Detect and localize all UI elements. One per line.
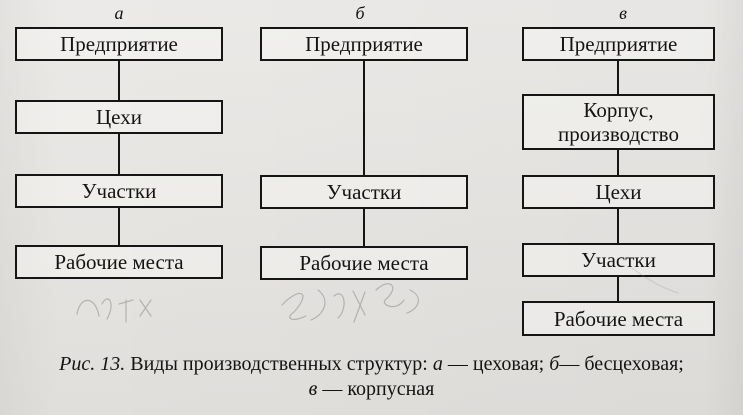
diagram-a-workshops-label: Цехи [96, 105, 142, 129]
caption-b-description: — бесцеховая; [559, 353, 684, 375]
diagram-v-connector-3 [617, 209, 619, 243]
caption-figure-label: Рис. 13. [59, 353, 126, 375]
diagram-a-sections-label: Участки [81, 179, 157, 203]
diagram-v-sections-box: Участки [522, 243, 715, 277]
column-v-letter: в [619, 3, 627, 23]
diagram-a-connector-3 [118, 208, 120, 245]
diagram-a-sections-box: Участки [15, 174, 223, 208]
diagram-a-connector-1 [118, 61, 120, 100]
caption-v-letter: в [308, 378, 318, 400]
diagram-v-workshops-label: Цехи [595, 180, 642, 204]
diagram-b-enterprise-label: Предприятие [305, 32, 423, 56]
diagram-b-enterprise-box: Предприятие [260, 27, 468, 61]
diagram-v-workplaces-box: Рабочие места [522, 301, 715, 336]
caption-b-letter: б [549, 353, 560, 375]
diagram-v-sections-label: Участки [581, 248, 656, 272]
caption-line-1: Рис. 13. Виды производственных структур:… [0, 352, 743, 377]
diagram-v-building-label: Корпус, [583, 98, 654, 122]
diagram-a-enterprise-box: Предприятие [15, 27, 223, 61]
diagram-a-workplaces-label: Рабочие места [54, 250, 184, 274]
diagram-b-sections-label: Участки [326, 180, 402, 204]
figure-caption: Рис. 13. Виды производственных структур:… [0, 352, 743, 402]
diagram-v-production-label: производство [558, 122, 679, 146]
diagram-v-connector-2 [617, 150, 619, 175]
diagram-a-enterprise-label: Предприятие [60, 32, 178, 56]
diagram-v-building-production-box: Корпус, производство [522, 94, 715, 150]
diagram-a-workplaces-box: Рабочие места [15, 245, 223, 279]
diagram-v-enterprise-label: Предприятие [559, 32, 678, 56]
diagram-b-sections-box: Участки [260, 175, 468, 209]
caption-v-description: — корпусная [317, 378, 435, 400]
diagram-v-connector-1 [617, 61, 619, 94]
diagram-a-connector-2 [118, 134, 120, 174]
diagram-a-workshops-box: Цехи [15, 100, 223, 134]
caption-a-description: — цеховая; [442, 353, 550, 375]
caption-a-letter: а [432, 353, 443, 375]
diagram-v-workshops-box: Цехи [522, 175, 715, 209]
diagram-v-workplaces-label: Рабочие места [553, 306, 684, 331]
caption-line-2: в — корпусная [0, 377, 743, 402]
caption-main-text: Виды производственных структур: [125, 353, 433, 375]
diagram-b-connector-1 [363, 61, 365, 175]
diagram-v-connector-4 [617, 277, 619, 301]
diagram-b-workplaces-box: Рабочие места [260, 246, 468, 280]
column-a-letter: а [114, 3, 124, 23]
diagram-v-enterprise-box: Предприятие [522, 27, 715, 61]
diagram-b-connector-2 [363, 209, 365, 246]
column-b-letter: б [355, 3, 365, 23]
diagram-b-workplaces-label: Рабочие места [299, 251, 429, 275]
